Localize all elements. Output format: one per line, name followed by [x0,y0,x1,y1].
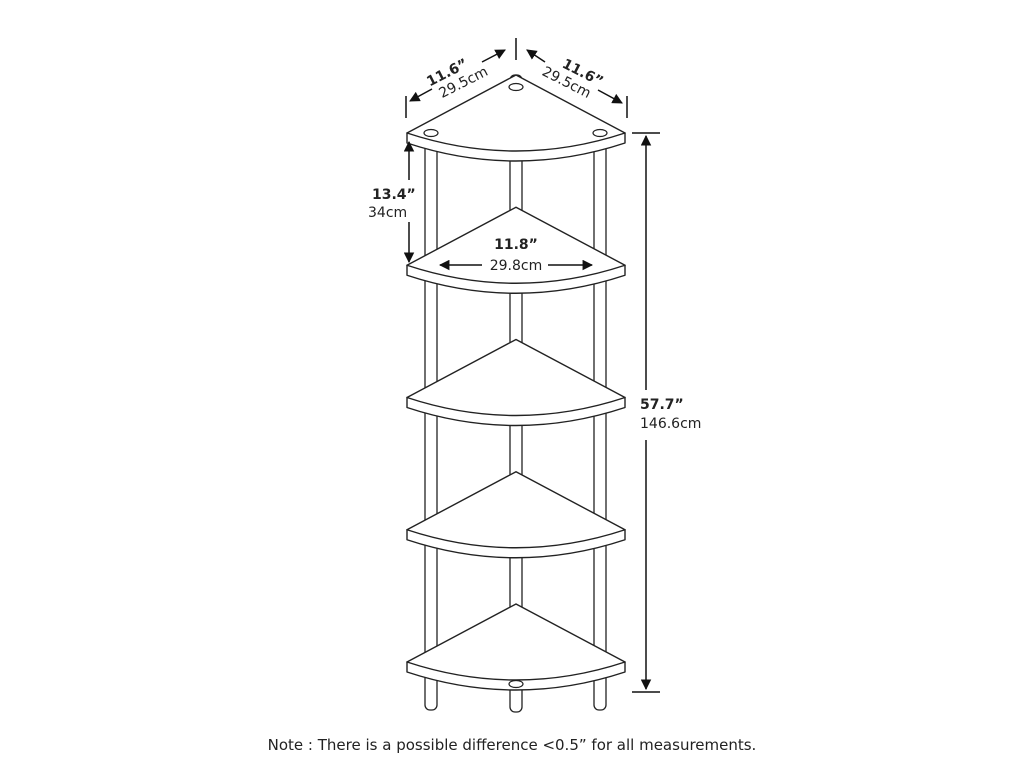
shelf-surface [406,603,626,681]
shelf-gap-cm: 34cm [368,205,407,221]
total-height-in: 57.7” [640,397,684,413]
post-hole [508,679,524,689]
depth-dimension-left [405,38,628,118]
shelf-surface [406,74,626,152]
total-height-dimension [632,132,660,693]
post-hole [592,128,608,138]
post-hole [423,128,439,138]
shelf-width-cm: 29.8cm [490,258,543,274]
shelf-surface [406,471,626,549]
shelf-gap-in: 13.4” [372,187,416,203]
post [424,132,438,711]
post-hole [508,82,524,92]
shelf [406,74,626,162]
shelf [406,471,626,559]
shelf [406,338,626,427]
post [593,132,607,711]
measurement-note: Note : There is a possible difference <0… [267,736,757,754]
total-height-cm: 146.6cm [640,416,701,432]
shelf-width-in: 11.8” [494,237,538,253]
shelf [406,603,626,691]
shelf-surface [406,338,626,417]
